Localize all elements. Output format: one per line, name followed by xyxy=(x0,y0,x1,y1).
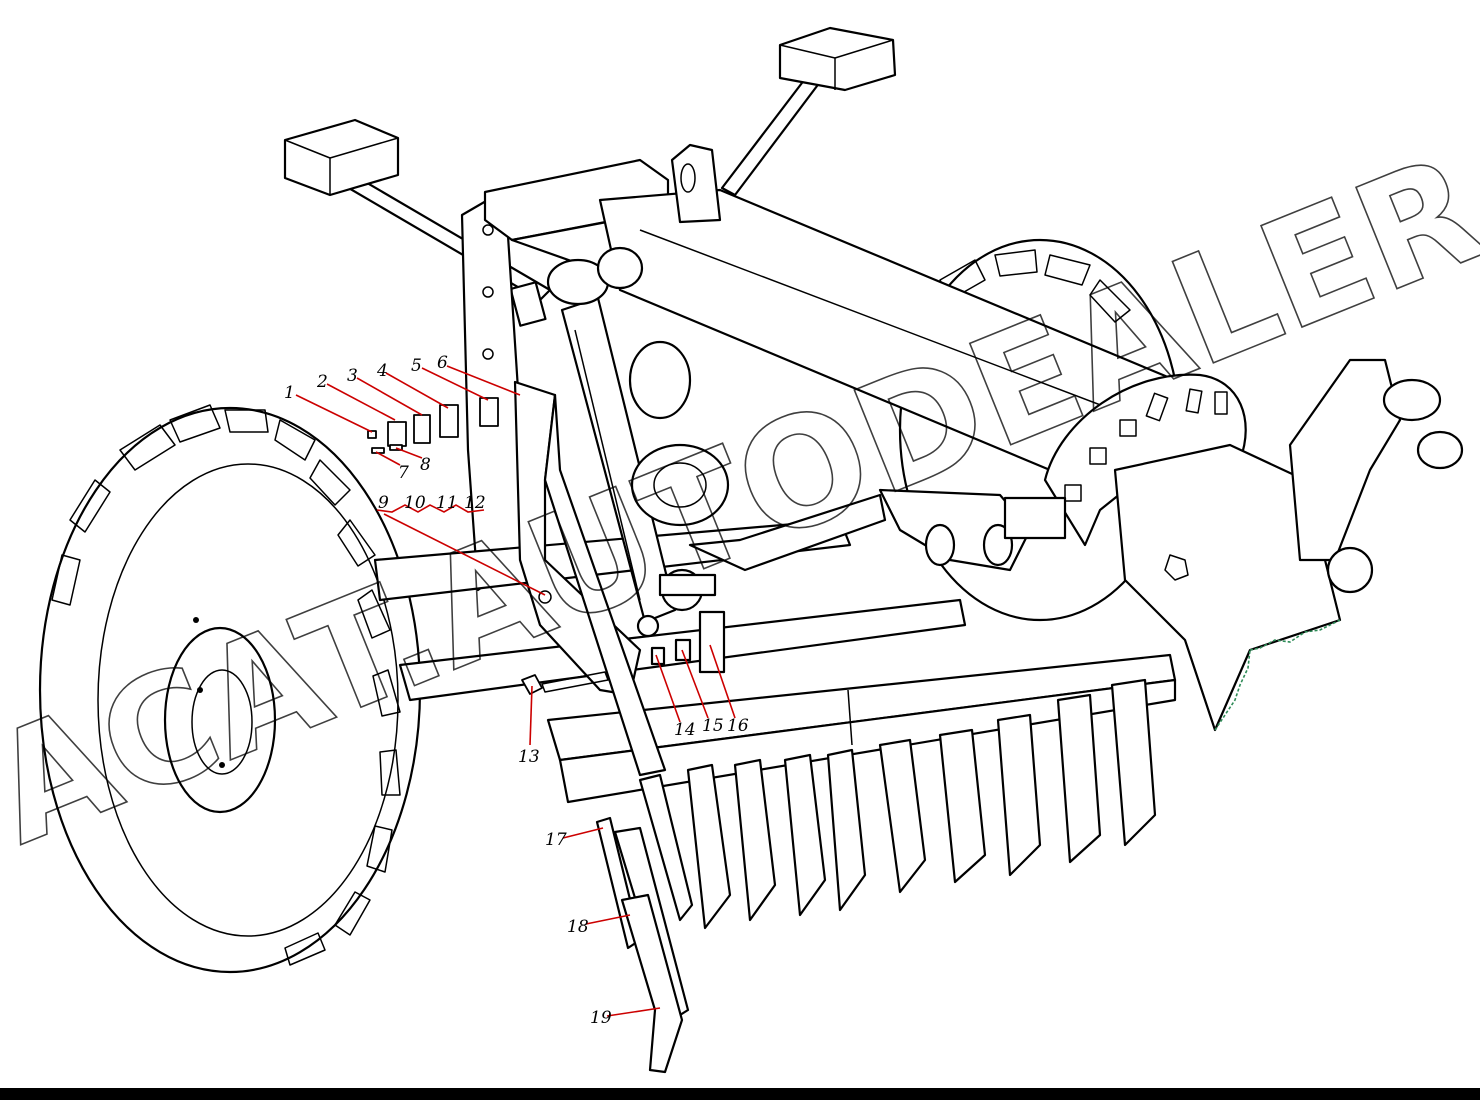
callout-2: 2 xyxy=(316,372,328,392)
sector-disc xyxy=(1043,373,1342,732)
callout-labels: 1 2 3 4 5 6 7 8 9 10 11 12 13 14 15 16 1… xyxy=(284,353,749,1028)
callout-1: 1 xyxy=(284,383,295,403)
exploded-small-parts xyxy=(367,397,499,454)
gearbox xyxy=(628,340,887,572)
callout-7: 7 xyxy=(398,463,409,483)
pin-part xyxy=(521,671,609,695)
callout-18: 18 xyxy=(567,917,589,937)
callout-10: 10 xyxy=(404,493,426,513)
callout-11: 11 xyxy=(436,493,458,513)
left-wheel xyxy=(38,404,422,974)
callout-5: 5 xyxy=(411,356,422,376)
callout-15: 15 xyxy=(702,716,724,736)
callout-4: 4 xyxy=(376,361,388,381)
clamp-parts xyxy=(636,610,726,674)
callout-14: 14 xyxy=(674,720,696,740)
callout-13: 13 xyxy=(518,747,540,767)
callout-6: 6 xyxy=(437,353,448,373)
callout-3: 3 xyxy=(347,366,358,386)
hydraulic-cylinder xyxy=(546,246,717,624)
leader-lines xyxy=(295,365,736,1017)
right-pivot-arm xyxy=(1288,358,1464,594)
tines xyxy=(638,678,1157,930)
exploded-tine xyxy=(595,816,690,1074)
bottom-border-bar xyxy=(0,1088,1480,1100)
callout-9: 9 xyxy=(378,493,389,513)
yoke-bracket xyxy=(878,488,1067,572)
callout-12: 12 xyxy=(464,493,486,513)
main-frame xyxy=(373,143,1177,804)
callout-17: 17 xyxy=(545,830,567,850)
callout-16: 16 xyxy=(727,716,749,736)
callout-8: 8 xyxy=(420,455,431,475)
callout-19: 19 xyxy=(590,1008,612,1028)
linkage-plate xyxy=(513,380,667,777)
right-mount-arm xyxy=(720,26,897,197)
